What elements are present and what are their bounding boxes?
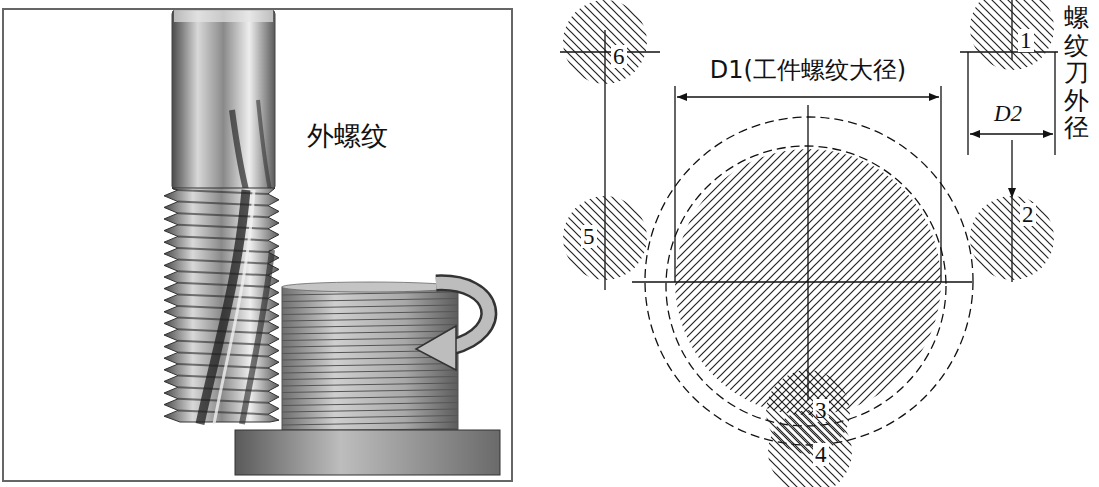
workpiece [235,282,500,475]
cutter-section: 1 [970,0,1054,70]
tool-groove [178,236,268,240]
tool-chamfer [174,10,273,22]
thread-line [282,331,458,334]
thread-line [282,422,458,425]
thread-line [282,305,458,308]
extension-line [1054,52,1055,155]
vertical-label: 螺纹刀外径 [1064,4,1089,142]
tool-groove [178,283,268,287]
extension-line [967,52,968,155]
dimension-line [677,96,939,97]
figure-frame: 外螺纹 [2,8,513,482]
thread-line [282,416,458,419]
thread-line [282,396,458,399]
thread-mill [164,10,279,424]
hatched-circle [563,196,647,280]
callout-number: 2 [1020,203,1036,226]
tool-groove [178,410,268,414]
thread-line [282,409,458,412]
center-line [632,281,972,282]
hatched-circle [563,0,647,84]
base-plate [235,430,500,475]
thread-line [282,312,458,315]
thread-line [282,403,458,406]
tool-shank [172,10,275,190]
tool-groove [178,294,268,298]
tool-groove [178,387,268,391]
workpiece-cylinder [282,287,458,430]
hatch-fill [563,196,647,280]
tool-teeth [164,188,279,424]
thread-line [282,299,458,302]
cutter-section: 4 [768,410,852,487]
thread-line [282,377,458,380]
tool-flute [242,250,272,424]
hatch-fill [563,0,647,84]
thread-line [282,318,458,321]
cutter-section: 5 [563,196,647,280]
tool-groove [178,248,268,252]
hatch-fill [768,410,852,487]
tool-flute [232,110,246,190]
thread-line [282,390,458,393]
hatch-fill [970,196,1054,280]
tool-flute [258,100,270,190]
thread-line [282,292,458,295]
hatched-circle [970,196,1054,280]
workpiece-top [282,282,458,292]
dimension-line [970,133,1053,134]
callout-number: 5 [581,225,597,248]
dimension-label: D1(工件螺纹大径) [710,57,906,85]
cutter-section: 2 [970,196,1054,280]
feed-arrow [1011,140,1012,198]
thread-line [282,325,458,328]
thread-line [282,364,458,367]
figure-label: 外螺纹 [307,120,388,151]
tool-groove [178,399,268,403]
rotation-arrowhead [416,326,456,370]
tool-groove [178,225,268,229]
hatched-circle [970,0,1054,70]
tool-groove [178,271,268,275]
center-line [807,105,808,400]
hatched-circle [768,410,852,487]
callout-number: 6 [611,45,627,68]
thread-line [282,370,458,373]
workpiece-threads [282,292,458,432]
cutter-section: 6 [563,0,647,84]
hatch-fill [970,0,1054,70]
tool-groove [178,213,268,217]
tool-groove [178,260,268,264]
callout-number: 1 [1018,29,1034,52]
extension-line [940,86,941,282]
dimension-label: D2 [994,101,1022,127]
extension-line [674,86,675,282]
callout-number: 4 [813,443,829,466]
thread-line [282,383,458,386]
